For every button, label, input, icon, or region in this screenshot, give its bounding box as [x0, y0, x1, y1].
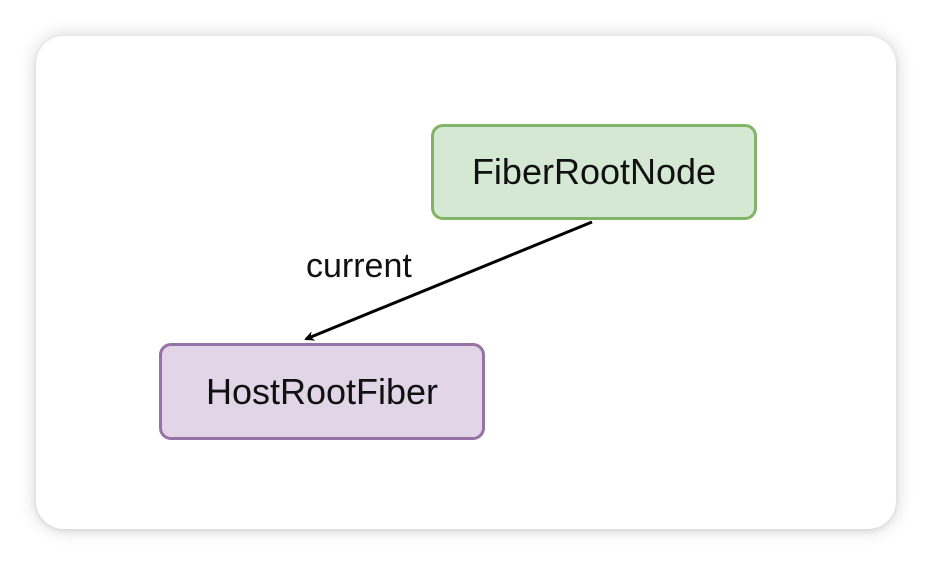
fiber-root-node-label: FiberRootNode [471, 151, 717, 192]
edge-current-label: current [306, 246, 412, 286]
host-root-fiber-node[interactable]: HostRootFiber [159, 343, 485, 440]
host-root-fiber-label: HostRootFiber [205, 370, 439, 412]
fiber-root-node[interactable]: FiberRootNode [431, 124, 757, 220]
diagram-canvas: FiberRootNode HostRootFiber [36, 36, 896, 529]
